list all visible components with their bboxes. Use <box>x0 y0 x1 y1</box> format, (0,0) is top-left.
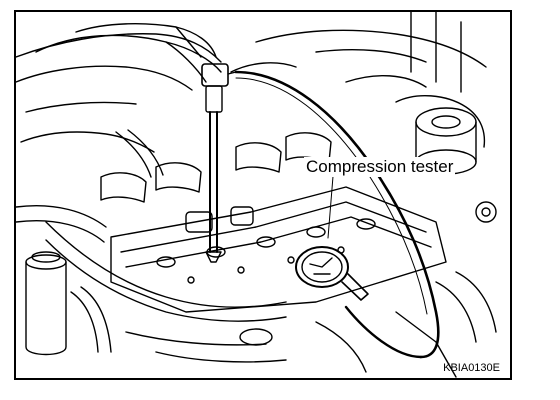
callout-label: Compression tester <box>304 157 456 177</box>
engine-line-drawing <box>16 12 497 378</box>
tester-probe <box>201 63 237 263</box>
figure-code: KBIA0130E <box>443 362 500 374</box>
pressure-gauge <box>295 246 369 301</box>
hand <box>35 23 222 83</box>
strut-tower <box>415 107 497 223</box>
tester-hose <box>234 70 440 359</box>
figure-frame: Compression tester KBIA0130E <box>14 10 512 380</box>
engine-bay-outline <box>16 12 487 153</box>
cylinder-head-cover <box>110 186 447 313</box>
lower-engine <box>125 271 497 378</box>
reservoir <box>25 251 112 356</box>
hoses <box>16 129 287 322</box>
